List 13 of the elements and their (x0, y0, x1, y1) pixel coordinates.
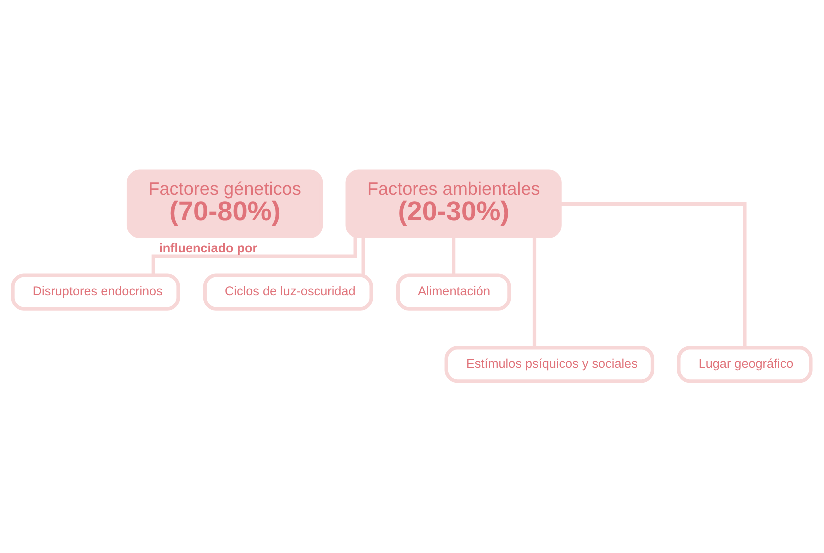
connector (532, 237, 537, 348)
connector (560, 202, 747, 348)
node-box: Disruptores endocrinos (11, 274, 180, 311)
node-box: Lugar geográfico (677, 346, 813, 384)
connector (452, 236, 456, 276)
node-box: Alimentación (396, 274, 512, 311)
node-box: Factores géneticos (70-80%) (126, 170, 324, 239)
node-box: Ciclos de luz-oscuridad (203, 274, 374, 311)
node-box: Estímulos psíquicos y sociales (444, 346, 655, 384)
edge-label: influenciado por (159, 241, 258, 256)
connector (152, 236, 358, 276)
node-box: Factores ambientales (20-30%) (346, 170, 562, 239)
connector (362, 236, 366, 276)
